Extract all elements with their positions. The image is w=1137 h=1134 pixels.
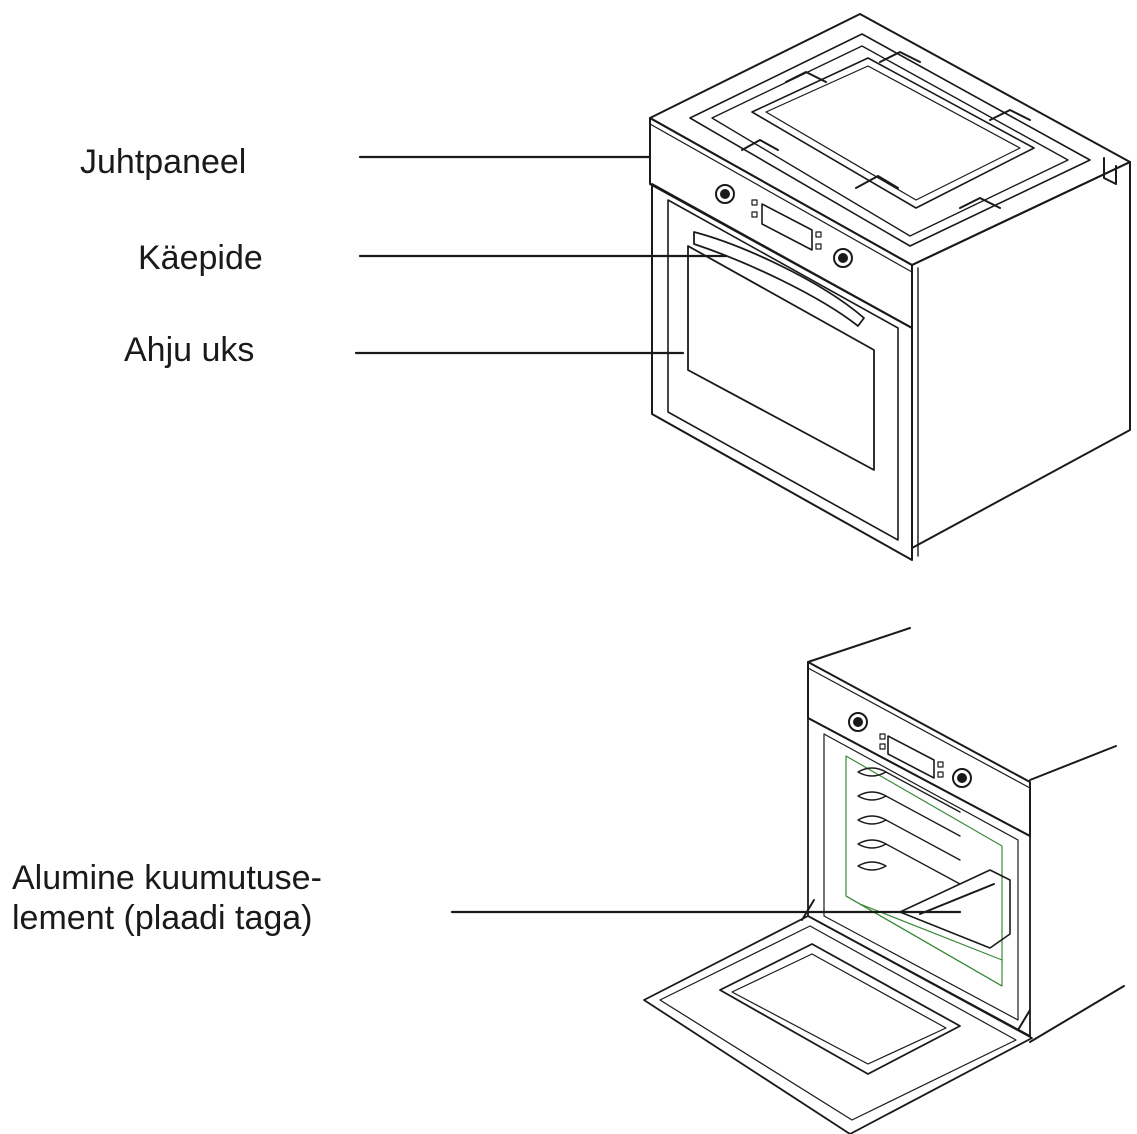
label-bottom-element-line2: lement (plaadi taga)	[12, 899, 313, 937]
oven-open-control-panel	[807, 661, 1031, 837]
oven-control-panel	[649, 117, 913, 329]
oven-window	[687, 245, 875, 471]
oven-open-door-window	[719, 943, 961, 1075]
oven-handle	[693, 231, 865, 327]
callout-lines	[354, 155, 962, 914]
oven-closed	[649, 13, 1131, 561]
oven-door	[651, 183, 913, 561]
label-control-panel: Juhtpaneel	[80, 143, 247, 181]
oven-top-frame	[689, 33, 1091, 247]
oven-top-surface	[649, 13, 1131, 266]
oven-open-door	[643, 915, 1033, 1134]
oven-cavity	[807, 717, 1031, 1037]
oven-rack-supports	[857, 767, 961, 885]
label-handle: Käepide	[138, 239, 263, 277]
oven-top-plate	[751, 57, 1035, 209]
oven-knob-left	[715, 184, 735, 204]
oven-cavity-inner	[845, 755, 1003, 987]
label-bottom-element: Alumine kuumutuse- lement (plaadi taga)	[12, 858, 322, 938]
oven-knob-right	[833, 248, 853, 268]
label-bottom-element-line1: Alumine kuumutuse-	[12, 859, 322, 897]
oven-display	[761, 203, 813, 251]
oven-tray	[899, 869, 1011, 949]
label-oven-door: Ahju uks	[124, 331, 255, 369]
oven-open	[643, 627, 1125, 1134]
